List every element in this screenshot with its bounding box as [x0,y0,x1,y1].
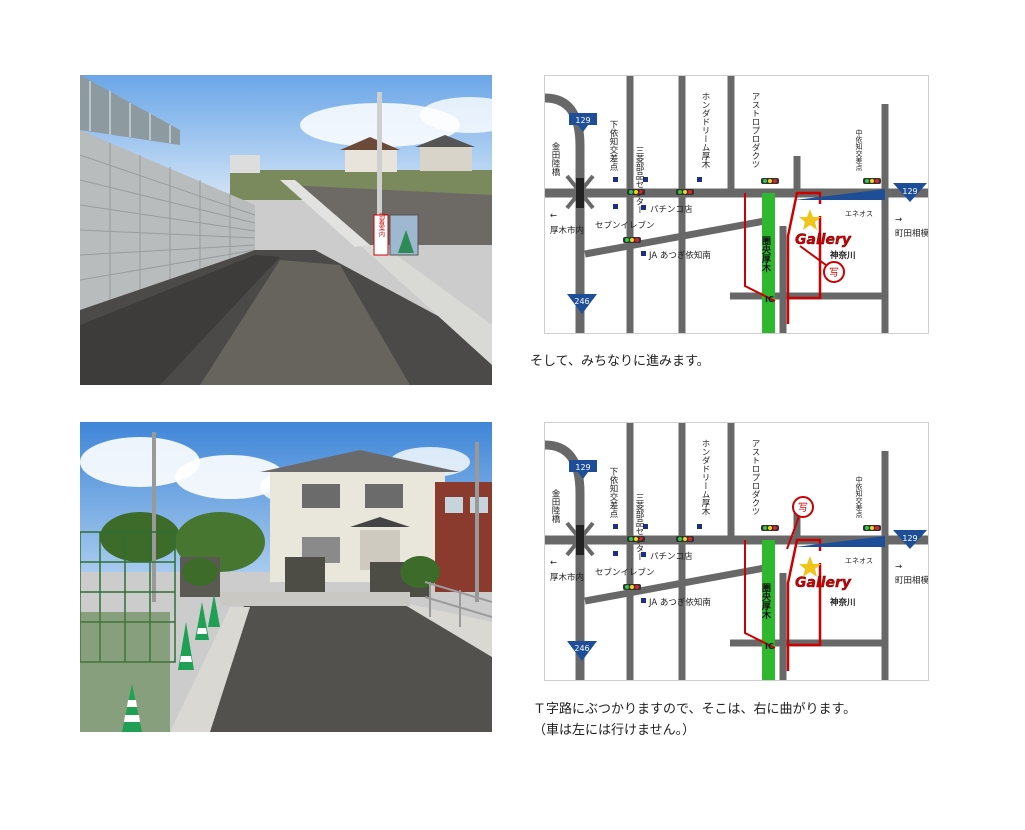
label-ic: IC [765,295,774,304]
destination-star-icon [799,209,821,230]
gallery-logo: Gallery [795,232,852,248]
svg-text:写: 写 [829,267,839,279]
label-sanryo: 三菱部品センター [634,493,644,561]
step1-caption: そして、みちなりに進みます。 [530,351,710,372]
svg-text:129: 129 [575,463,590,472]
photo-position-marker: 写 [799,245,845,283]
expressway-kenou [762,193,775,333]
red-route [786,538,822,671]
blue-road [795,536,885,547]
label-kanagawa: 神奈川 [830,250,856,261]
photo-position-marker: 写 [786,496,814,550]
svg-text:写: 写 [798,502,808,514]
road-network [545,76,928,333]
label-machida-arrow: → [895,562,902,572]
label-machida: 町田相模原 [895,228,928,239]
expressway-kenou [762,540,775,680]
step2-photo-scene [80,422,492,732]
label-astro: アストロプロダクツ [750,92,760,169]
step1-map-svg: 129 129 246 金田陸橋 下依知 [545,76,928,333]
step2-caption-line-2: （車は左には行けません。） [533,723,696,738]
label-kenou: 圏央厚木 [760,583,772,620]
label-chuyochi: 中依知交差点 [855,475,863,519]
traffic-signals [623,525,881,590]
step2-map-svg: 129 129 246 金田陸橋 下依知交差点 三菱部品セ [545,423,928,680]
red-route-loop [744,193,776,302]
traffic-signals [623,178,881,243]
label-honda: ホンダドリーム厚木 [700,439,710,516]
label-kaneda: 金田陸橋 [550,488,560,524]
label-astro: アストロプロダクツ [750,439,760,516]
route-129-shield-right: 129 [893,183,927,202]
label-pachinko: パチンコ店 [650,551,693,562]
label-atsugi-city: 厚木市内 [550,572,584,583]
route-246-shield: 246 [567,641,597,661]
label-seven: セブンイレブン [595,220,655,231]
label-kaneda: 金田陸橋 [550,141,560,177]
step2-photo [80,422,492,732]
label-ic: IC [765,642,774,651]
step1-photo-scene: 到着案内 [80,75,492,385]
label-shimoyochi: 下依知交差点 [608,120,618,172]
step2-caption-line-1: Ｔ字路にぶつかりますので、そこは、右に曲がります。 [533,702,857,717]
red-route-loop [744,540,776,649]
map-markers [613,177,702,256]
label-ja: JA あつぎ依知南 [648,597,711,608]
map-markers [613,524,702,603]
route-129-shield-right: 129 [893,530,927,549]
label-machida: 町田相模原 [895,575,928,586]
label-chuyochi: 中依知交差点 [855,128,863,172]
label-atsugi-city: 厚木市内 [550,225,584,236]
label-machida-arrow: → [895,215,902,225]
label-ja: JA あつぎ依知南 [648,250,711,261]
route-129-shield-left: 129 [569,113,597,132]
gallery-logo: Gallery [795,575,852,591]
label-sanryo: 三菱部品センター [634,146,644,214]
step2-map: 129 129 246 金田陸橋 下依知交差点 三菱部品セ [544,422,929,681]
label-pachinko: パチンコ店 [650,204,693,215]
svg-text:129: 129 [902,534,917,543]
svg-text:246: 246 [574,644,589,653]
arrival-sign-text: 到着案内 [378,213,385,238]
traffic-cones [122,594,220,732]
blue-road [795,189,885,200]
label-shimoyochi: 下依知交差点 [608,467,618,519]
destination-star-icon [799,556,821,577]
step2-caption: Ｔ字路にぶつかりますので、そこは、右に曲がります。 （車は左には行けません。） [533,699,856,741]
route-246-shield: 246 [567,294,597,314]
red-route [786,191,822,324]
label-atsugi-arrow: ← [550,558,557,568]
step1-photo: 到着案内 [80,75,492,385]
svg-text:129: 129 [575,116,590,125]
label-kenou: 圏央厚木 [760,236,772,273]
label-eneos: エネオス [845,210,873,218]
label-atsugi-arrow: ← [550,211,557,221]
svg-text:129: 129 [902,187,917,196]
svg-text:246: 246 [574,297,589,306]
route-129-shield-left: 129 [569,460,597,479]
label-honda: ホンダドリーム厚木 [700,92,710,169]
label-kanagawa: 神奈川 [830,597,856,608]
label-eneos: エネオス [845,557,873,565]
step1-map: 129 129 246 金田陸橋 下依知 [544,75,929,334]
step1-caption-line: そして、みちなりに進みます。 [530,354,710,369]
road-network [545,423,928,680]
label-seven: セブンイレブン [595,567,655,578]
